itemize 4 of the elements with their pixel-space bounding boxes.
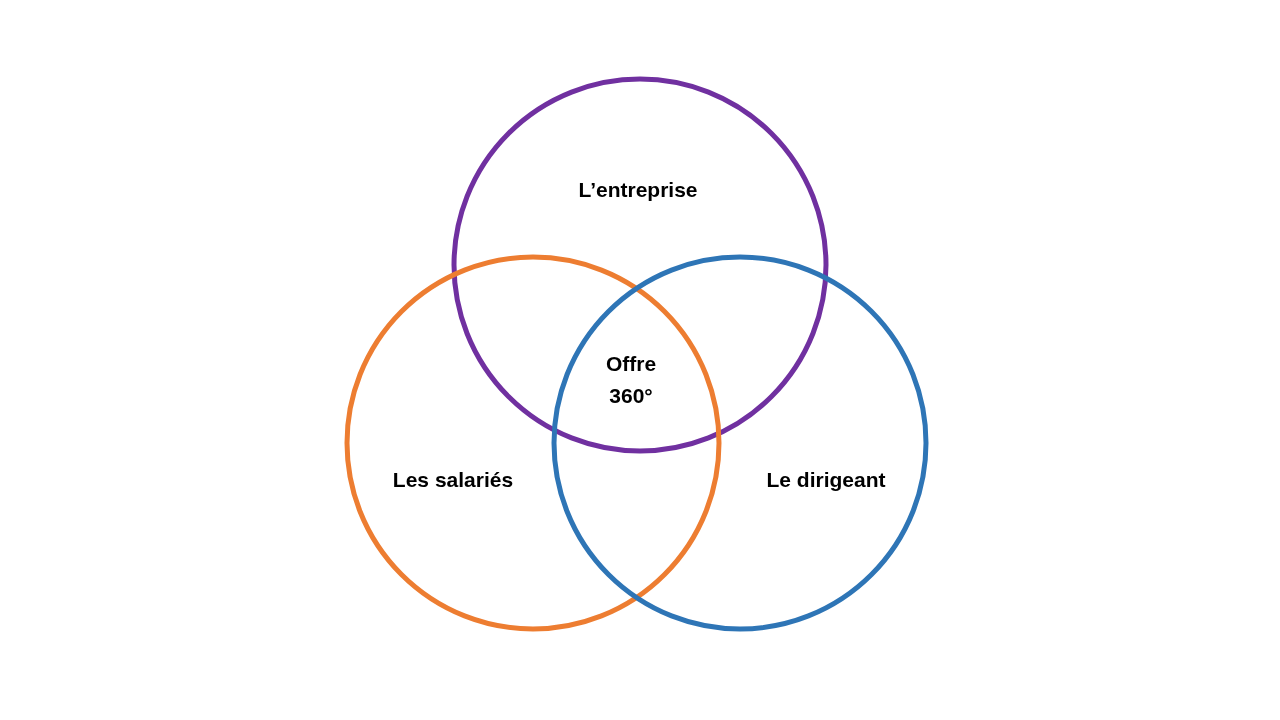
circle-label: L’entreprise xyxy=(578,178,698,202)
circle-label: Les salariés xyxy=(392,468,514,492)
overlap-label: Offre 360° xyxy=(604,351,658,409)
circle-label: Le dirigeant xyxy=(766,468,886,492)
